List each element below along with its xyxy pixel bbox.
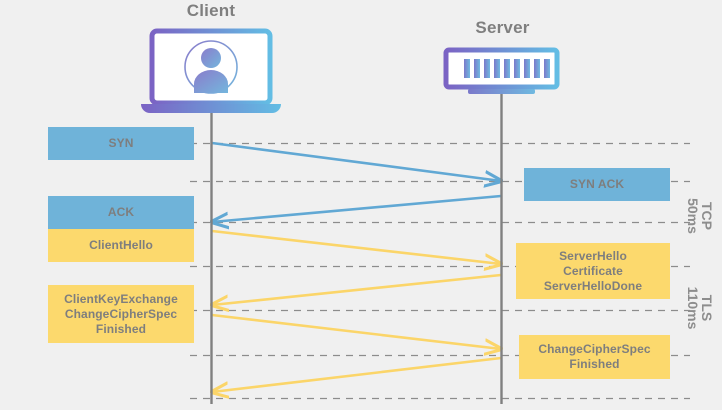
message-arrow — [211, 313, 501, 349]
server-bar-icon — [504, 59, 510, 78]
server-bar-icon — [534, 59, 540, 78]
server-bar-icon — [494, 59, 500, 78]
message-box-client-hello[interactable]: ClientHello — [48, 229, 194, 262]
phase-label-line: 50ms — [685, 198, 701, 234]
message-box-ack[interactable]: ACK — [48, 196, 194, 229]
phase-label-line: TCP — [699, 202, 715, 230]
server-bar-icon — [514, 59, 520, 78]
server-bar-icon — [524, 59, 530, 78]
message-line: Finished — [95, 321, 147, 336]
server-bar-icon — [544, 59, 550, 78]
message-arrows — [211, 141, 502, 392]
message-line: ChangeCipherSpec — [538, 342, 651, 356]
message-line: ServerHelloDone — [543, 278, 643, 293]
avatar-icon — [184, 40, 238, 94]
message-line: ClientHello — [89, 238, 153, 252]
message-line: SYN ACK — [569, 177, 625, 191]
message-line: ChangeCipherSpec — [64, 306, 178, 321]
message-line: Finished — [569, 357, 620, 371]
server-bar-icon — [484, 59, 490, 78]
message-box-label: ACK — [108, 205, 134, 220]
message-line: ClientKeyExchange — [64, 291, 178, 306]
message-arrow — [212, 273, 502, 305]
client-title: Client — [186, 1, 236, 20]
server-title: Server — [475, 18, 530, 37]
message-line: ACK — [107, 205, 135, 219]
message-arrow — [212, 194, 502, 222]
laptop-user-icon — [141, 28, 281, 113]
message-arrow — [211, 229, 501, 264]
message-line: Certificate — [563, 263, 623, 278]
server-bar-icon — [464, 59, 470, 78]
message-box-label: ClientHello — [89, 238, 153, 253]
message-line: SYN — [108, 136, 134, 150]
message-box-syn[interactable]: SYN — [48, 127, 194, 160]
message-line: ServerHello — [559, 248, 627, 263]
server-rack-icon — [443, 47, 560, 94]
message-box-syn-ack[interactable]: SYN ACK — [524, 168, 670, 201]
server-bars — [464, 59, 550, 78]
guide-lines — [190, 142, 690, 400]
message-arrow — [212, 356, 502, 392]
message-box-label: SYN — [109, 136, 134, 151]
phase-label-line: 110ms — [685, 286, 701, 330]
server-bar-icon — [474, 59, 480, 78]
message-box-label: SYN ACK — [570, 177, 624, 192]
phase-label-line: TLS — [699, 294, 715, 322]
message-arrow — [211, 141, 501, 181]
